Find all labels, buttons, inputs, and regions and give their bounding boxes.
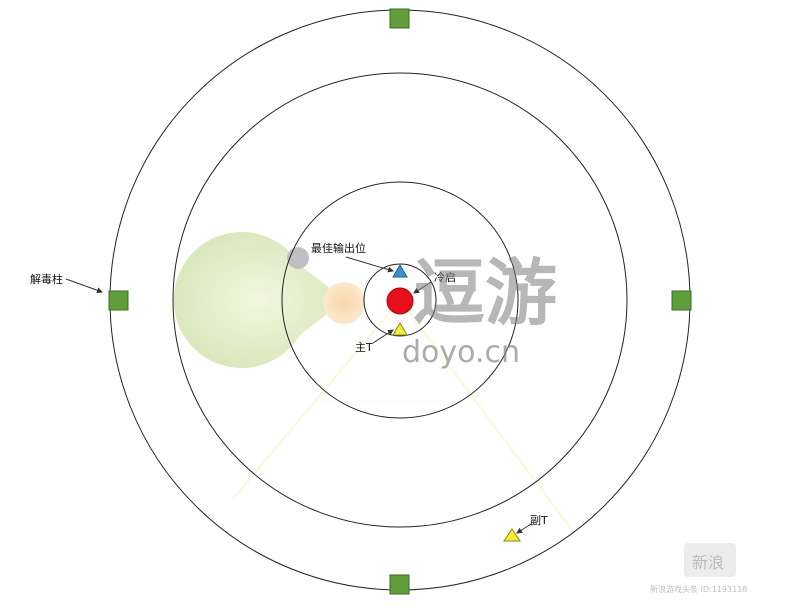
best-dps-marker-icon: [392, 264, 408, 278]
middle-ring: [172, 72, 628, 528]
pillar-right-icon: [671, 290, 692, 311]
antidote-pillar-label: 解毒柱: [30, 272, 63, 286]
arrow-antidote-pillar: [65, 278, 103, 294]
boss-icon: [386, 287, 414, 315]
corner-watermark-caption: 新浪游戏头条 ID:1193118: [650, 584, 747, 594]
off-tank-marker-icon: [503, 528, 521, 542]
off-tank-label: 副T: [530, 514, 548, 527]
arrow-cooldown: [413, 281, 432, 294]
center-ring: [363, 263, 437, 337]
pillar-bottom-icon: [389, 574, 410, 595]
corner-watermark: 新浪 新浪游戏头条 ID:1193118: [650, 543, 747, 594]
cone-area: [231, 299, 573, 531]
pillar-top-icon: [389, 8, 410, 29]
watermark-brand-cn: 逗游: [413, 251, 557, 335]
main-tank-marker-icon: [392, 322, 408, 336]
watermark-brand-url: doyo.cn: [402, 335, 520, 370]
best-dps-position-label: 最佳输出位: [311, 241, 366, 255]
arrow-off-tank: [516, 523, 532, 534]
arrow-main-tank: [372, 329, 394, 344]
main-tank-label: 主T: [355, 341, 373, 354]
pillar-left-icon: [108, 290, 129, 311]
inner-ring: [281, 181, 519, 419]
cooldown-label: 冷启: [434, 271, 456, 284]
watermark-logo-icon: [173, 231, 365, 368]
corner-watermark-badge: 新浪: [692, 553, 724, 572]
arrow-best-dps: [345, 256, 394, 273]
